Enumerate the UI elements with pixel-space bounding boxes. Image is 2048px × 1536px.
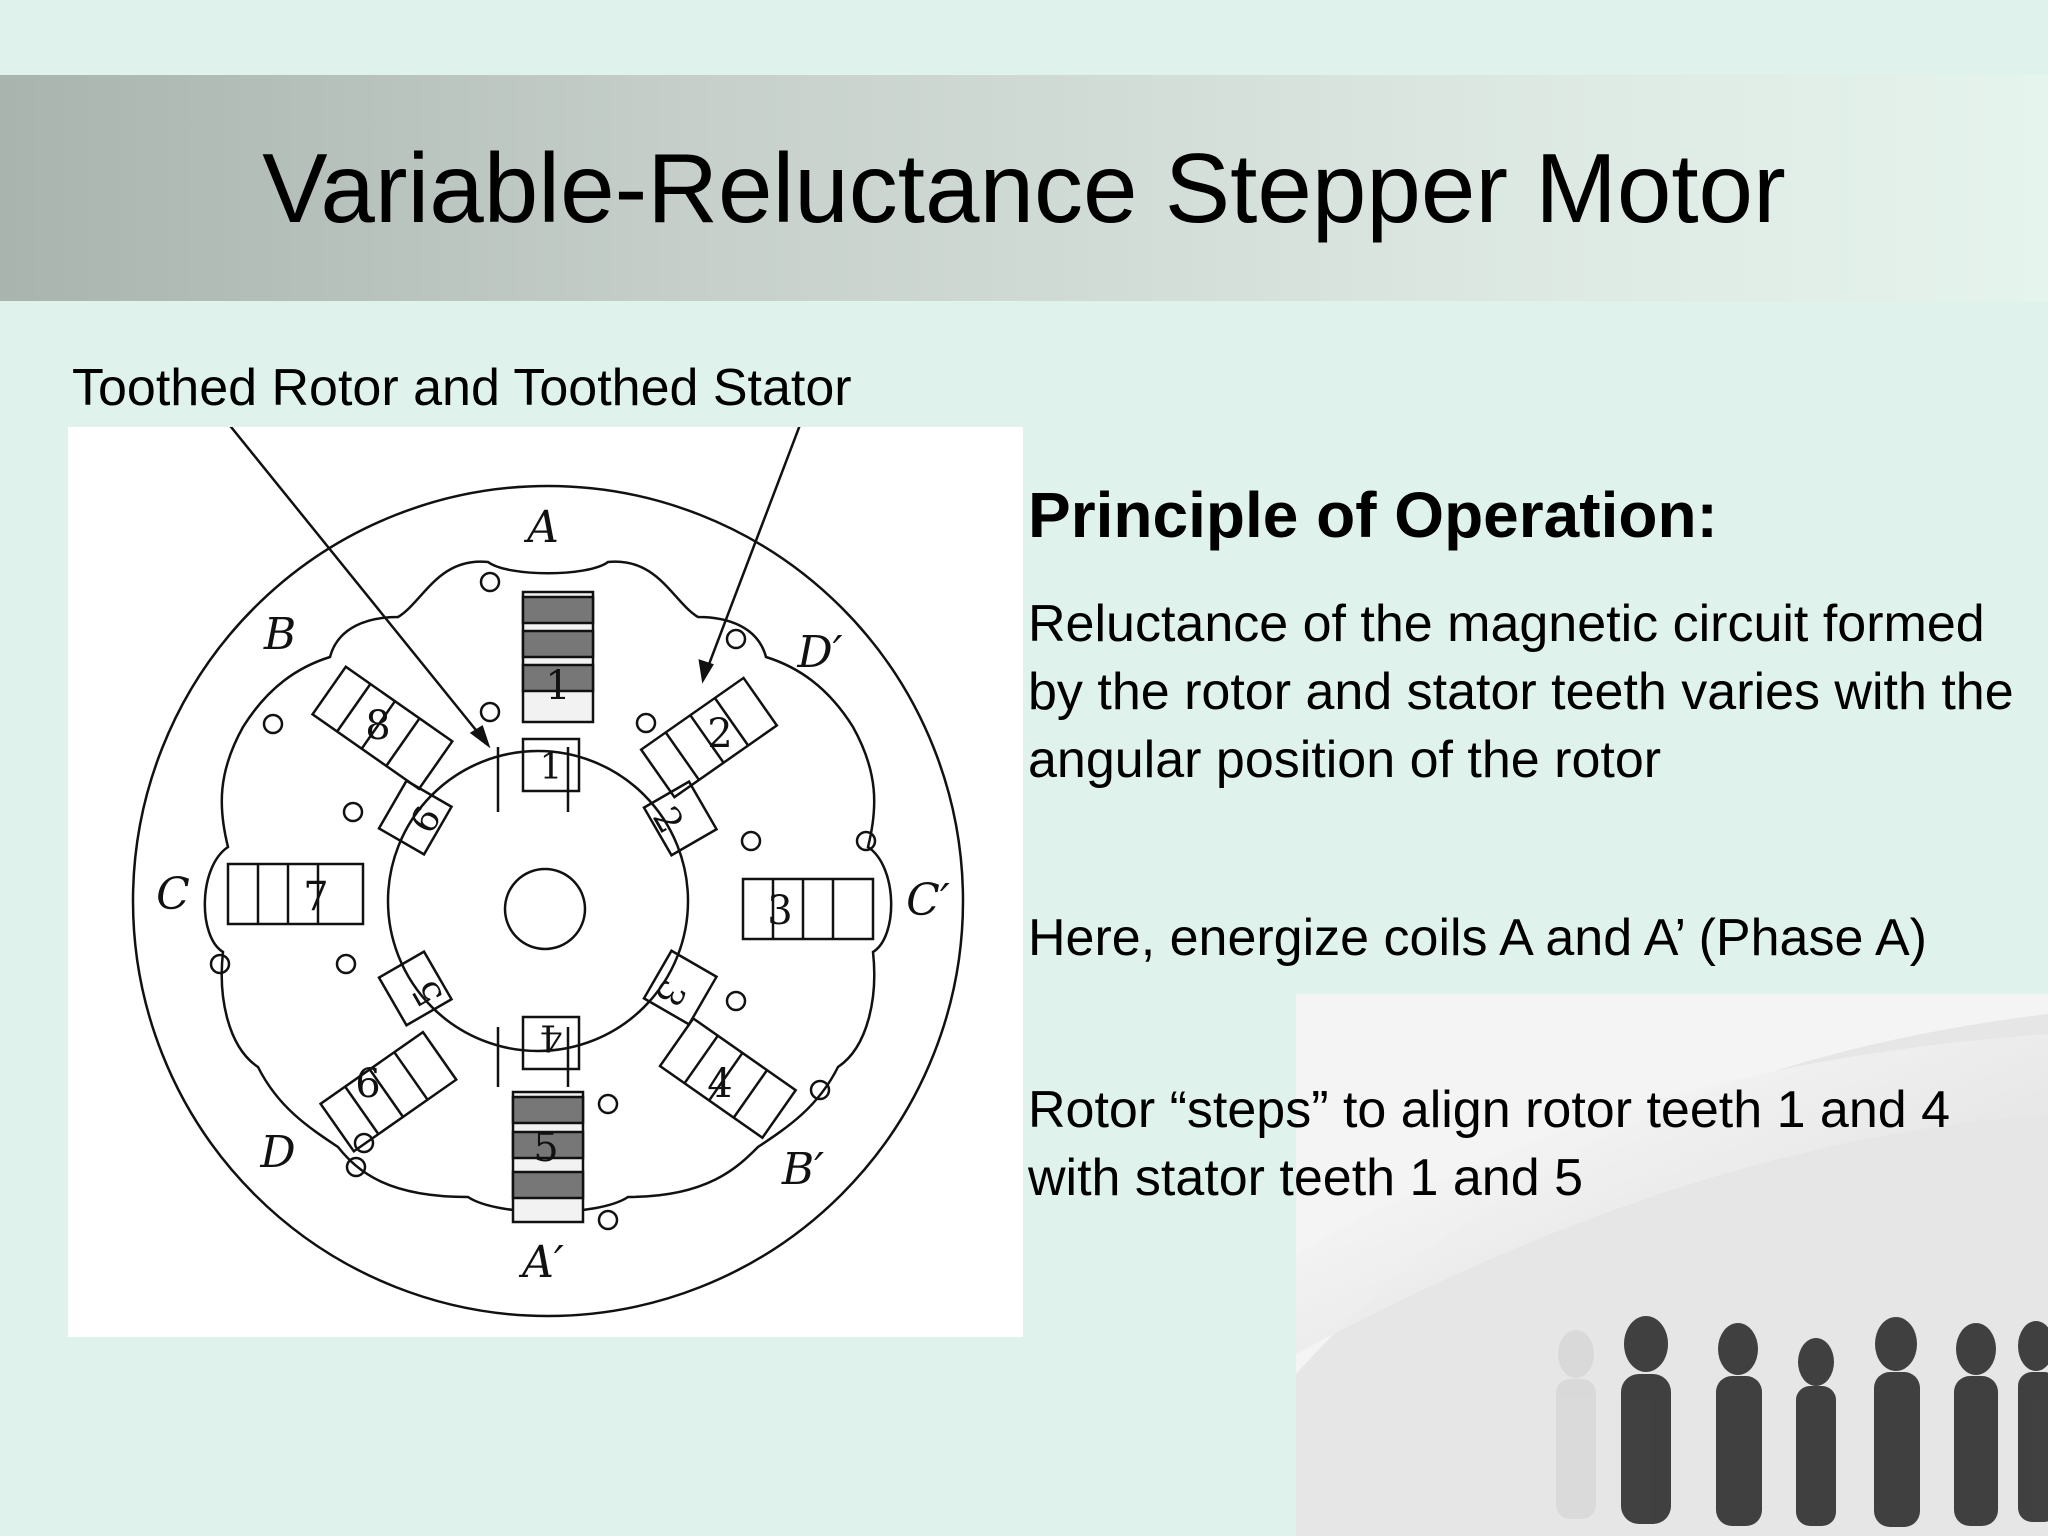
rotor-tooth-5 — [377, 949, 454, 1027]
decorative-people-image — [1296, 994, 2048, 1536]
diagram-caption: Toothed Rotor and Toothed Stator — [72, 359, 852, 417]
stator-inner-contour — [203, 560, 893, 1214]
phase-label-d-prime: D′ — [796, 627, 842, 678]
coil-d-terminal-1 — [353, 1132, 375, 1154]
coil-d-prime-terminal-2 — [635, 712, 657, 734]
rotor-tooth-3 — [642, 949, 719, 1027]
coil-c — [209, 862, 365, 975]
stator-tooth-label-1: 1 — [545, 663, 570, 709]
stator-tooth-label-2: 2 — [707, 711, 732, 757]
phase-label-b-prime: B′ — [781, 1144, 824, 1195]
rotor-tooth-2 — [642, 779, 719, 857]
paragraph-energize: Here, energize coils A and A’ (Phase A) — [1028, 909, 1927, 967]
stator-tooth-label-4: 4 — [707, 1061, 732, 1107]
coil-b — [310, 665, 455, 791]
arrow-to-rotor — [229, 427, 489, 746]
pole-a-stem — [496, 747, 570, 812]
rotor-tooth-6 — [377, 779, 454, 857]
stator-tooth-label-5: 5 — [533, 1125, 558, 1171]
coil-b-prime-terminal-1 — [725, 990, 747, 1012]
phase-label-a-prime: A′ — [518, 1237, 564, 1288]
coil-d — [318, 1030, 458, 1154]
stator-tooth-label-3: 3 — [767, 888, 792, 934]
rotor-tooth-label-4: 4 — [540, 1016, 563, 1057]
coil-c-prime — [740, 830, 877, 941]
rotor-tooth-1 — [521, 737, 581, 793]
title-band: Variable-Reluctance Stepper Motor — [0, 75, 2048, 301]
stator-tooth-label-7: 7 — [303, 874, 328, 920]
paragraph-reluctance: Reluctance of the magnetic circuit forme… — [1028, 595, 2014, 789]
rotor-tooth-label-5: 5 — [405, 973, 452, 1013]
rotor-shaft — [503, 867, 587, 951]
phase-label-c: C — [156, 869, 190, 920]
rotor-tooth-4 — [521, 1015, 581, 1071]
coil-b-terminal-2 — [342, 801, 364, 823]
coil-b-prime — [658, 1016, 798, 1140]
rotor-tooth-label-3: 3 — [646, 973, 693, 1013]
arrow-to-rotor-head — [469, 725, 491, 749]
rotor-tooth-label-6: 6 — [403, 800, 450, 840]
arrow-to-stator-head — [698, 659, 714, 684]
stepper-motor-diagram: A A′ B B′ C C′ D D′ 1 2 3 4 5 6 7 8 1 2 … — [68, 427, 1023, 1337]
coil-d-prime — [639, 676, 779, 799]
stepper-motor-svg: A A′ B B′ C C′ D D′ 1 2 3 4 5 6 7 8 1 2 … — [131, 427, 965, 1318]
paragraph-rotor-steps: Rotor “steps” to align rotor teeth 1 and… — [1028, 1081, 1951, 1207]
stator-tooth-label-6: 6 — [355, 1061, 380, 1107]
coil-b-terminal-1 — [262, 713, 284, 735]
slide-title: Variable-Reluctance Stepper Motor — [262, 132, 1786, 243]
stator-tooth-label-8: 8 — [365, 703, 390, 749]
phase-label-d: D — [259, 1127, 295, 1178]
phase-label-a: A — [523, 502, 559, 553]
rotor-tooth-label-2: 2 — [644, 800, 691, 840]
phase-label-c-prime: C′ — [906, 875, 950, 926]
coil-a-prime — [511, 1090, 619, 1231]
coil-a — [479, 571, 595, 724]
coil-b-prime-terminal-2 — [809, 1079, 831, 1101]
stator-outer-ring — [131, 484, 965, 1318]
rotor-tooth-label-1: 1 — [540, 747, 563, 788]
phase-label-b: B — [263, 609, 296, 660]
principle-heading: Principle of Operation: — [1028, 479, 1718, 551]
coil-d-terminal-2 — [345, 1156, 367, 1178]
coil-d-prime-terminal-1 — [725, 628, 747, 650]
pole-a-prime-stem — [496, 1027, 570, 1087]
arrow-to-stator — [701, 427, 801, 681]
rotor-body — [386, 749, 690, 1053]
